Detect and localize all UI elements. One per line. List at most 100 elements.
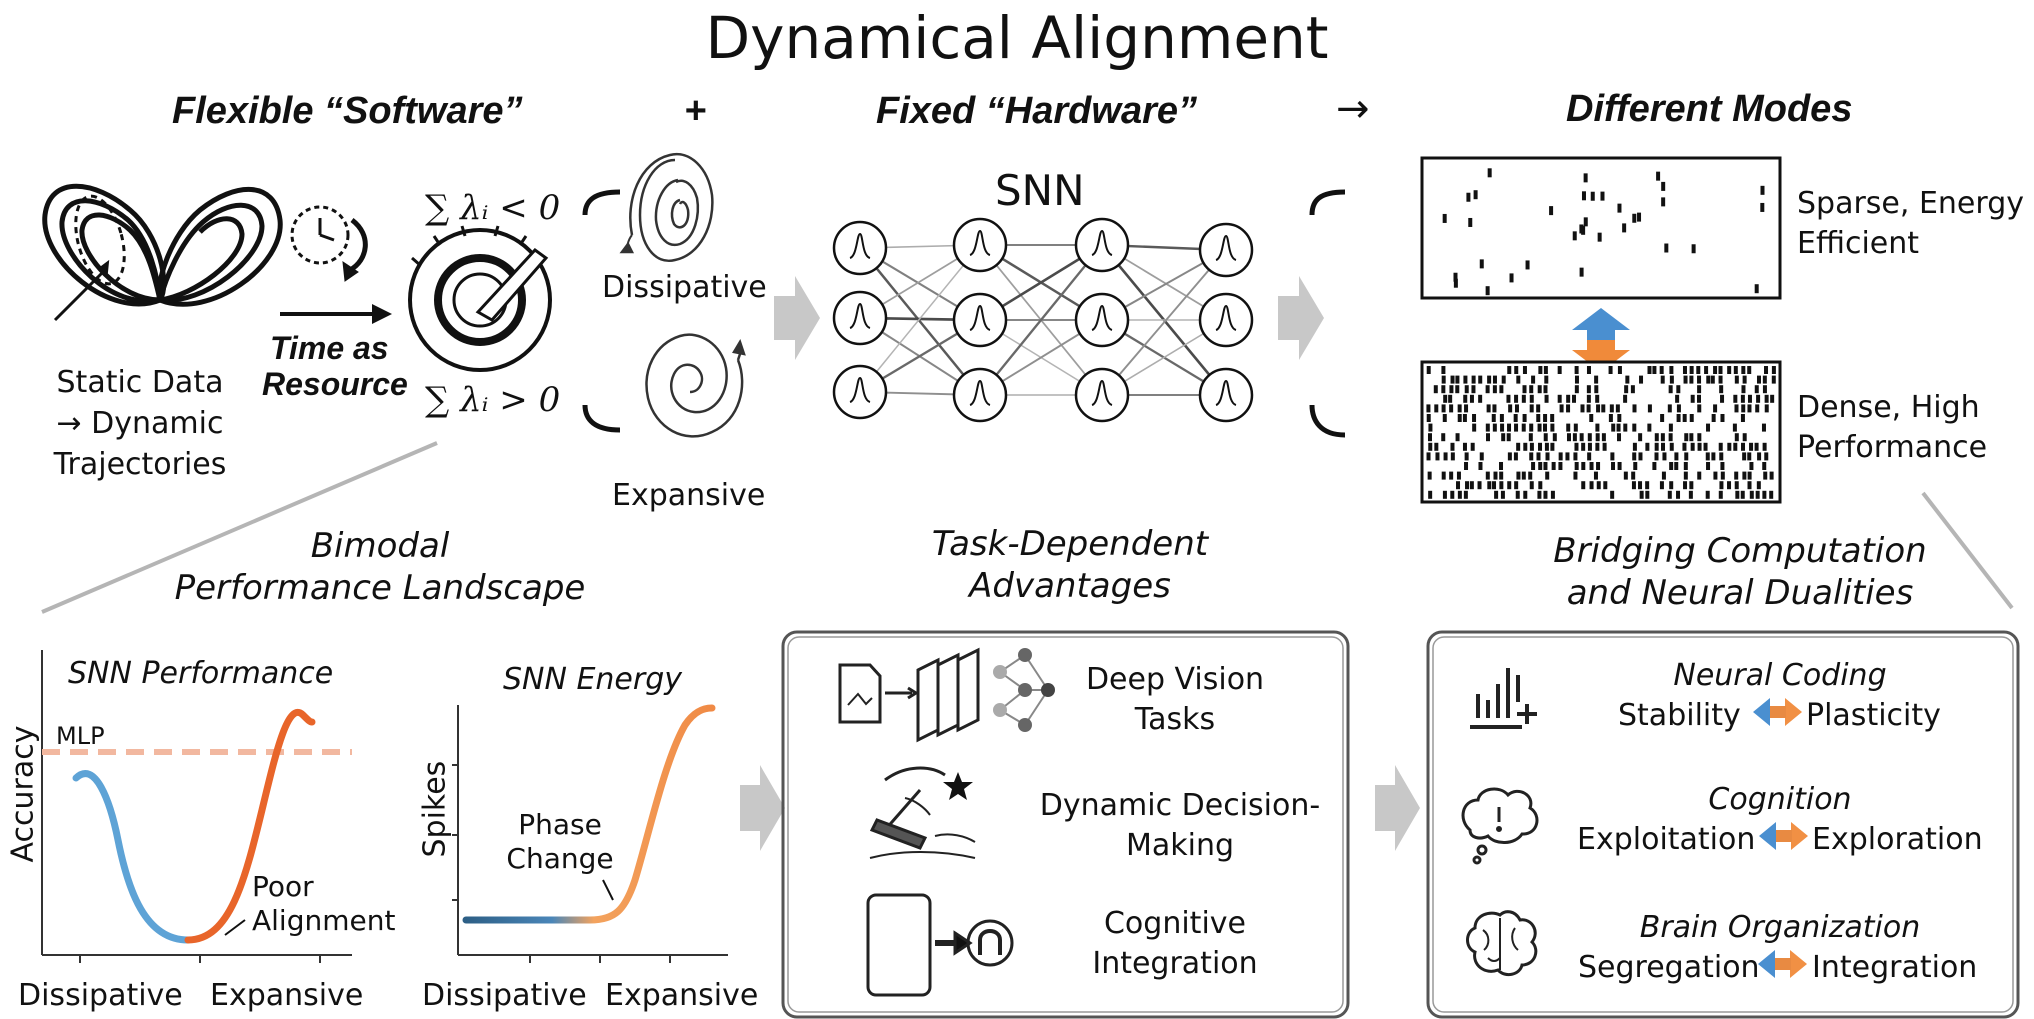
spike-mark (1441, 433, 1446, 442)
spike-mark (1462, 442, 1467, 451)
spike-mark (1513, 452, 1518, 461)
sparse-mode-label: Sparse, Energy Efficient (1797, 186, 2024, 261)
spike-mark (1506, 394, 1511, 403)
lorenz-attractor-icon (42, 183, 283, 322)
spike-mark (1690, 394, 1695, 403)
spike-mark (1747, 471, 1752, 480)
spike-mark (1747, 394, 1752, 403)
spike-mark (1531, 462, 1536, 470)
spike-mark (1727, 442, 1732, 451)
spike-mark (1442, 213, 1447, 223)
spike-mark (1652, 462, 1657, 470)
spike-mark (1720, 414, 1725, 422)
spike-mark (1755, 490, 1760, 499)
spike-mark (1733, 394, 1738, 403)
spike-mark (1536, 404, 1541, 413)
spike-mark (1754, 284, 1759, 294)
lyapunov-dial-icon (408, 225, 552, 372)
spike-mark (1587, 442, 1592, 451)
spike-mark (1683, 471, 1688, 480)
spike-mark (1472, 423, 1477, 432)
spike-mark (1688, 490, 1693, 499)
spike-mark (1557, 366, 1562, 374)
spike-mark (1485, 385, 1490, 394)
spike-mark (1690, 442, 1695, 451)
spike-mark (1487, 481, 1492, 490)
spike-mark (1638, 452, 1643, 461)
spike-mark (1689, 414, 1694, 422)
spike-mark (1719, 481, 1724, 490)
spike-mark (1529, 385, 1534, 394)
spike-mark (1543, 462, 1548, 470)
spike-mark (1549, 206, 1554, 216)
duality-arrow-coding (1753, 698, 1802, 726)
spike-mark (1456, 481, 1461, 490)
spike-mark (1441, 471, 1446, 480)
spike-mark (1760, 202, 1765, 212)
spike-mark (1538, 366, 1543, 374)
spike-mark (1747, 481, 1752, 490)
spike-mark (1470, 442, 1475, 451)
spike-mark (1537, 490, 1542, 499)
spike-mark (1514, 404, 1519, 413)
spike-mark (1529, 404, 1534, 413)
task-heading: Task-Dependent Advantages (931, 524, 1209, 606)
spike-mark (1596, 462, 1601, 470)
spike-mark (1668, 385, 1673, 394)
spike-mark (1720, 394, 1725, 403)
spike-mark (1645, 481, 1650, 490)
spike-mark (1428, 442, 1433, 451)
spike-mark (1566, 404, 1571, 413)
duality-arrow-cognition (1759, 822, 1808, 850)
spike-mark (1660, 433, 1665, 442)
spike-mark (1465, 481, 1470, 490)
spike-mark (1536, 414, 1541, 422)
spike-mark (1697, 471, 1702, 480)
spike-mark (1426, 452, 1431, 461)
spike-mark (1727, 366, 1732, 374)
spike-mark (1705, 452, 1710, 461)
task-box (781, 630, 1350, 1019)
spike-mark (1473, 190, 1478, 200)
spike-glyph (849, 376, 871, 403)
spike-mark (1668, 423, 1673, 432)
spike-mark (1589, 414, 1594, 422)
spike-mark (1770, 394, 1775, 403)
spike-mark (1552, 433, 1557, 442)
spike-mark (1492, 375, 1497, 384)
spike-mark (1522, 385, 1527, 394)
snn-neuron (1074, 367, 1130, 423)
spike-mark (1697, 433, 1702, 442)
spike-mark (1594, 385, 1599, 394)
poor-alignment-label: Poor Alignment (252, 870, 396, 937)
software-heading: Flexible “Software” (172, 90, 523, 132)
spike-mark (1764, 394, 1769, 403)
spike-mark (1734, 375, 1739, 384)
spike-mark (1521, 423, 1526, 432)
spike-mark (1639, 490, 1644, 499)
spike-mark (1587, 433, 1592, 442)
spike-mark (1684, 452, 1689, 461)
spike-mark (1581, 481, 1586, 490)
phase-change-pointer (602, 879, 614, 901)
spike-mark (1669, 375, 1674, 384)
spike-mark (1706, 423, 1711, 432)
spike-mark (1472, 414, 1477, 422)
spike-mark (1611, 423, 1616, 432)
bridge-cognition-right: Exploration (1812, 822, 1983, 857)
spike-mark (1538, 481, 1543, 490)
spike-mark (1742, 471, 1747, 480)
spike-mark (1579, 267, 1584, 277)
snn-neuron (1074, 217, 1130, 273)
spike-mark (1516, 442, 1521, 451)
spike-mark (1543, 366, 1548, 374)
spike-mark (1747, 452, 1752, 461)
snn-neuron (952, 367, 1008, 423)
spike-mark (1529, 423, 1534, 432)
spike-mark (1762, 490, 1767, 499)
spike-mark (1499, 462, 1504, 470)
spike-mark (1463, 375, 1468, 384)
bimodal-heading: Bimodal Performance Landscape (174, 526, 586, 608)
bridge-coding-right: Plasticity (1806, 698, 1941, 733)
dense-mode-label: Dense, High Performance (1797, 390, 1988, 465)
